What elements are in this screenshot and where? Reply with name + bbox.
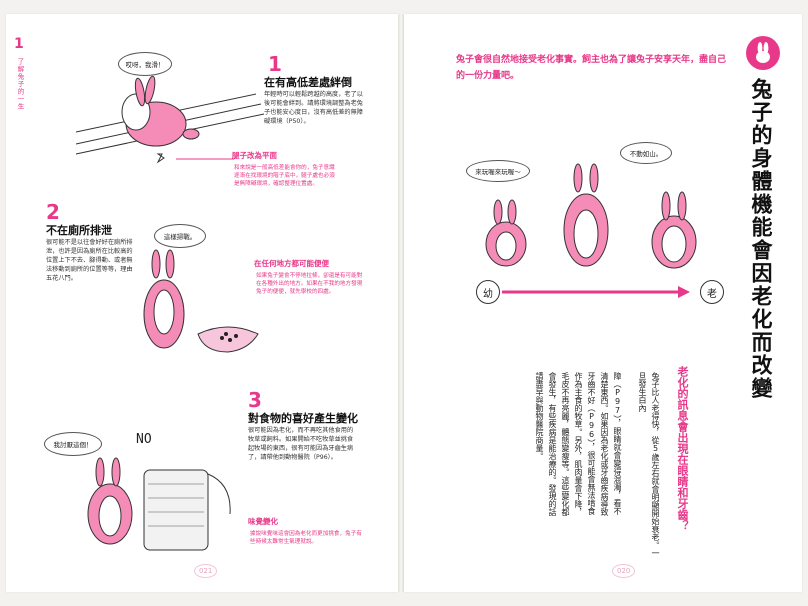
speech-bubble-old: 不動如山。: [620, 142, 672, 164]
intro-text: 兔子會很自然地接受老化事實。飼主也為了讓兔子安享天年，盡自己的一份力量吧。: [456, 55, 727, 81]
section-heading: 老化的訊息會出現在眼睛和牙齒？: [676, 366, 689, 531]
item1-note-title: 腿子改為平面: [232, 151, 277, 160]
rabbit-toilet-illustration: [143, 249, 259, 353]
item3-title: 對食物的喜好產生變化: [248, 412, 358, 425]
item2-number: 2: [46, 200, 60, 224]
page-title: 兔子的身體機能會因老化而改變: [749, 78, 773, 400]
no-text: NO: [136, 432, 152, 447]
label-young: 幼: [476, 280, 500, 304]
aging-arrow: [502, 286, 690, 298]
item2-note-body: 如果兔子變會不停地拉條，卻還是有可能對在各種外出的地方。如果在不我的地方發現兔子…: [256, 273, 363, 295]
item3-note-body: 據說味覺味這會因為老化而更加挑食，兔子有些時候太難常生氣理就說。: [250, 531, 362, 545]
speech-bubble-food: 我討厭這個！: [44, 432, 102, 456]
item1-title: 在有高低差處絆倒: [264, 76, 352, 89]
rabbit-food-illustration: [87, 457, 231, 551]
page-gutter: [398, 14, 404, 592]
body-column-2: 障（P97），眼睛就會變得混濁，看不清楚東西。如果因為老化或牙齒疾病導致牙齒不好…: [535, 372, 622, 516]
body-column-1: 兔子比人老得快，從5歲左右就會明顯開始衰老。一旦發生白內: [638, 372, 660, 557]
item1-note-body: 和來說是一般高低差能會你的，兔子意識逐漸在找環境的階子底中，腿子處也必須是無障礙…: [234, 165, 335, 187]
item1-body: 年輕時可以輕鬆跨越的高度，老了以後可能會絆到。請將環境調整為老兔子也能安心度日，…: [264, 91, 363, 125]
label-old: 老: [700, 280, 724, 304]
left-page-number: 021: [194, 564, 218, 578]
left-page: 1 了解兔子的一生 哎呀，我滑！ 1 在有高低差處絆倒 年輕時可以輕鬆跨越的高度…: [6, 14, 398, 592]
rabbit-icon: [746, 36, 780, 70]
item1-number: 1: [268, 52, 282, 76]
item2-body: 很可能不是以往會好好在廁所排泄，也許是因為廁所在比較高的位置上下不去、腳得動、或…: [46, 239, 133, 282]
right-page-number: 020: [612, 564, 636, 578]
side-chapter-title: 了解兔子的一生: [16, 58, 24, 111]
speech-bubble-top: 哎呀，我滑！: [118, 52, 172, 76]
right-page: 兔子會很自然地接受老化事實。飼主也為了讓兔子安享天年，盡自己的一份力量吧。 兔子…: [404, 14, 802, 592]
item3-body: 很可能因為老化，而不再吃其他食用的牧草或飼料。如果開始不吃牧草並挑食起牧場的東西…: [248, 427, 354, 461]
rabbit-tripping-illustration: [75, 75, 265, 164]
item2-title: 不在廁所排泄: [46, 224, 112, 237]
side-chapter-number: 1: [14, 36, 24, 52]
item2-note-title: 在任何地方都可能便便: [254, 259, 329, 268]
aging-rabbits-illustration: [485, 163, 697, 269]
speech-bubble-young: 來玩喔來玩喔～: [466, 160, 530, 182]
item3-note-title: 味覺變化: [248, 517, 278, 526]
item3-number: 3: [248, 388, 262, 412]
speech-bubble-toilet: 這樣掃戰。: [154, 224, 206, 248]
